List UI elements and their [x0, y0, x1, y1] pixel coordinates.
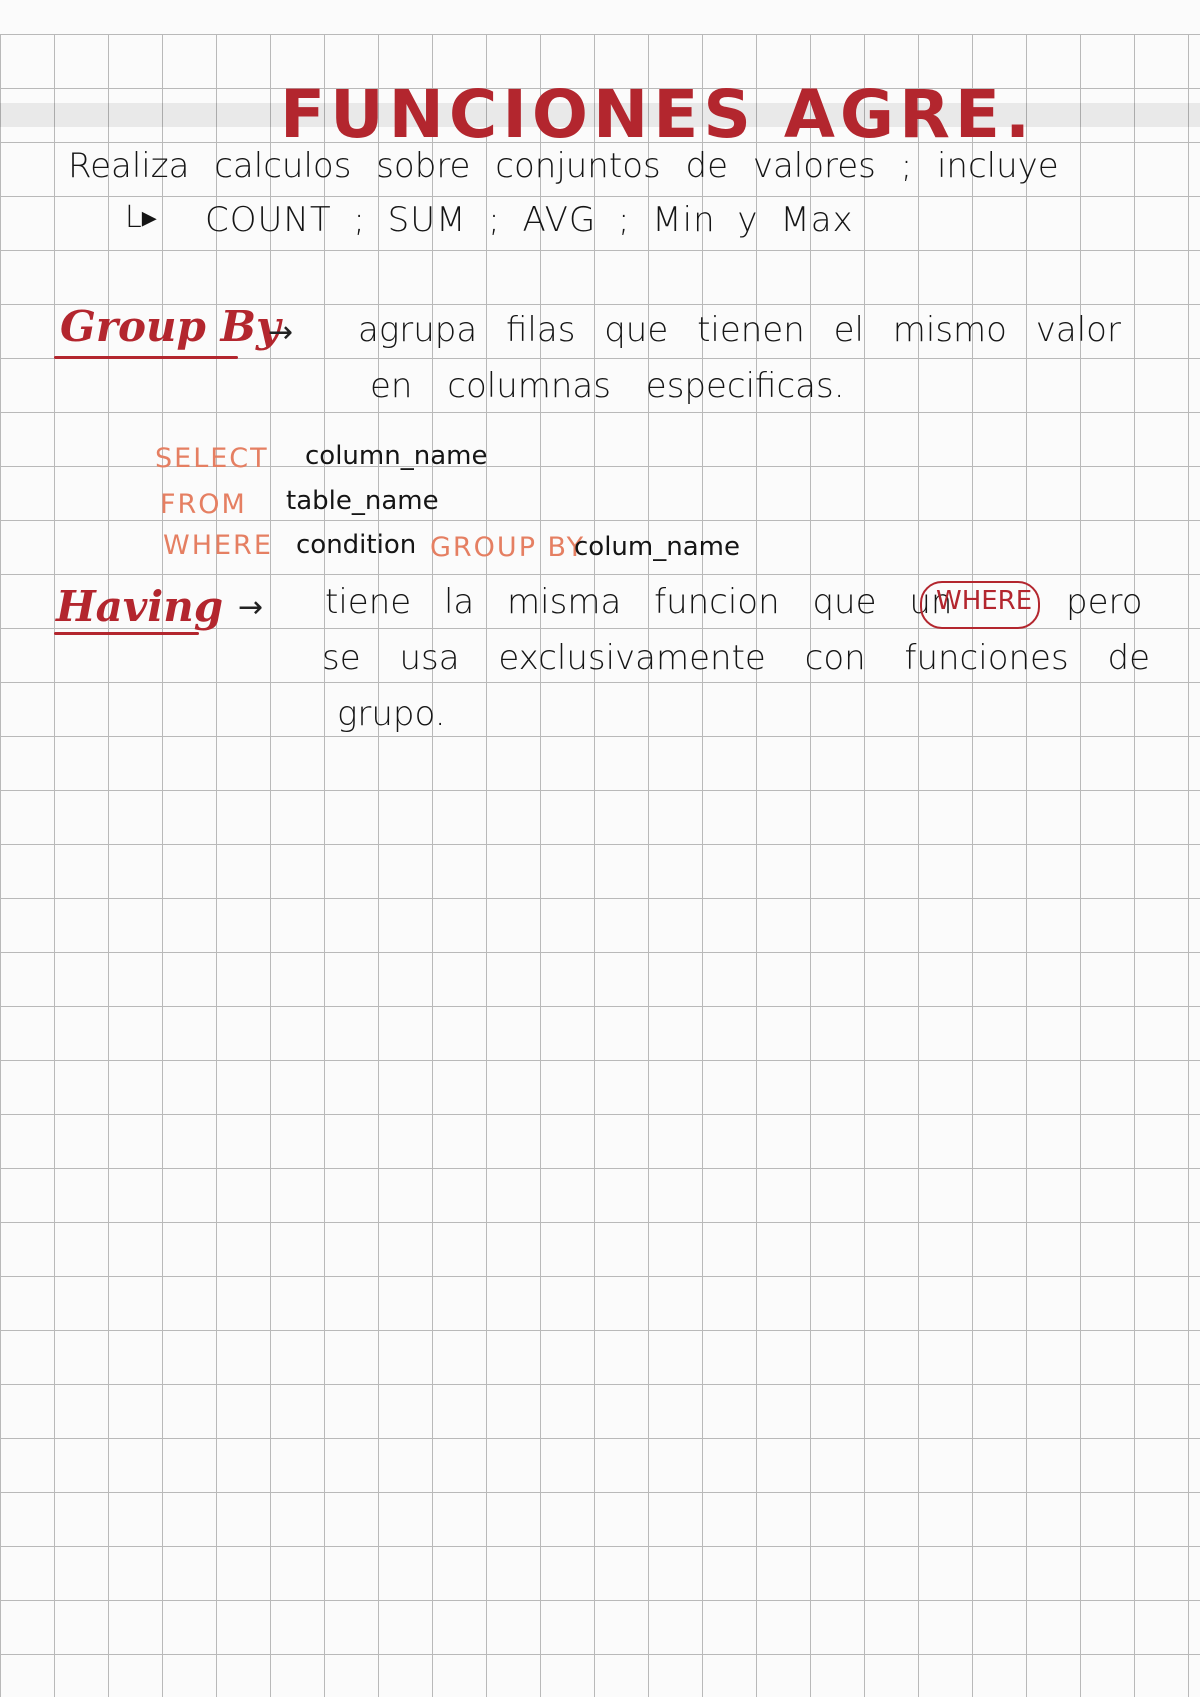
sql-where-value: condition — [296, 530, 417, 560]
title-highlight-band — [0, 103, 1200, 127]
bullet-arrow-icon: L▸ — [125, 200, 157, 235]
functions-list: COUNT ; SUM ; AVG ; Min y Max — [205, 200, 854, 240]
group-by-arrow-icon: → — [268, 315, 294, 350]
sql-from-keyword: FROM — [160, 489, 247, 520]
having-heading: Having — [56, 582, 224, 631]
sql-groupby-value: colum_name — [574, 532, 740, 562]
intro-line: Realiza calculos sobre conjuntos de valo… — [68, 146, 1059, 186]
having-arrow-icon: → — [238, 590, 264, 625]
group-by-underline — [54, 356, 238, 359]
group-by-description-line2: en columnas especificas. — [370, 366, 845, 406]
sql-select-value: column_name — [305, 441, 488, 471]
where-highlight: WHERE — [936, 586, 1033, 616]
having-underline — [54, 632, 199, 635]
having-description-line1-end: pero — [1066, 582, 1143, 622]
page-title: FUNCIONES AGRE. — [280, 76, 1036, 153]
sql-groupby-keyword: GROUP BY — [430, 532, 586, 563]
group-by-description-line1: agrupa filas que tienen el mismo valor — [358, 310, 1121, 350]
sql-where-keyword: WHERE — [163, 530, 273, 561]
having-description-line2: se usa exclusivamente con funciones de — [322, 638, 1150, 678]
having-description-line3: grupo. — [337, 694, 446, 734]
group-by-heading: Group By — [60, 302, 281, 351]
where-cloud-outline — [920, 581, 1040, 629]
having-description-line1: tiene la misma funcion que un — [325, 582, 953, 622]
page-top-margin — [0, 0, 1200, 34]
sql-select-keyword: SELECT — [155, 443, 269, 474]
sql-from-value: table_name — [286, 486, 439, 516]
